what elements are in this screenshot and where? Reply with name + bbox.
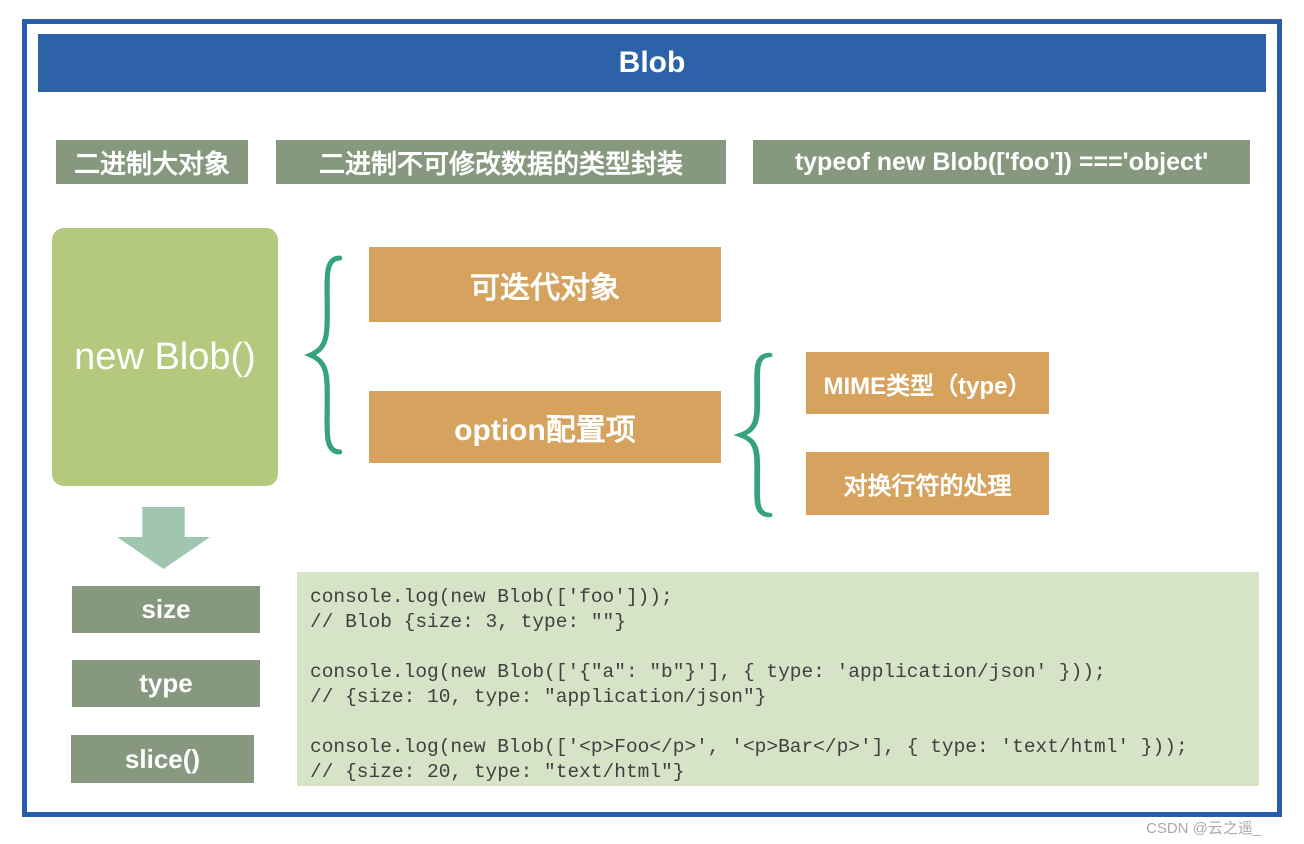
code-example-block: console.log(new Blob(['foo'])); // Blob … xyxy=(297,572,1259,786)
member-label: type xyxy=(139,668,193,698)
argument-label: option配置项 xyxy=(454,414,636,447)
curly-brace-icon xyxy=(728,350,778,520)
definition-text: typeof new Blob(['foo']) ==='object' xyxy=(794,147,1209,176)
page-title: Blob xyxy=(618,46,686,79)
option-box-mime-type: MIME类型（type） xyxy=(806,352,1049,414)
header-bar: Blob xyxy=(38,34,1266,92)
definition-label-immutable-wrapper: 二进制不可修改数据的类型封装 xyxy=(276,140,726,184)
curly-brace-icon xyxy=(298,252,348,458)
constructor-box: new Blob() xyxy=(52,228,278,486)
definition-label-binary-large-object: 二进制大对象 xyxy=(56,140,248,184)
csdn-watermark: CSDN @云之遥_ xyxy=(1146,820,1262,837)
down-arrow-icon xyxy=(117,507,210,569)
definition-text: 二进制大对象 xyxy=(73,148,230,179)
code-example-text: console.log(new Blob(['foo'])); // Blob … xyxy=(310,586,1188,783)
argument-box-options: option配置项 xyxy=(369,391,721,463)
option-label: MIME类型（type） xyxy=(823,372,1032,400)
definition-text: 二进制不可修改数据的类型封装 xyxy=(318,148,683,179)
member-label: size xyxy=(141,594,191,624)
constructor-label: new Blob() xyxy=(74,335,256,378)
argument-label: 可迭代对象 xyxy=(470,271,620,305)
outer-border-frame xyxy=(22,19,1282,817)
definition-label-typeof: typeof new Blob(['foo']) ==='object' xyxy=(753,140,1250,184)
member-label: slice() xyxy=(124,743,201,774)
option-box-newline-handling: 对换行符的处理 xyxy=(806,452,1049,515)
option-label: 对换行符的处理 xyxy=(843,473,1012,500)
member-box-slice: slice() xyxy=(71,735,254,783)
member-box-type: type xyxy=(72,660,260,707)
argument-box-iterable: 可迭代对象 xyxy=(369,247,721,322)
member-box-size: size xyxy=(72,586,260,633)
